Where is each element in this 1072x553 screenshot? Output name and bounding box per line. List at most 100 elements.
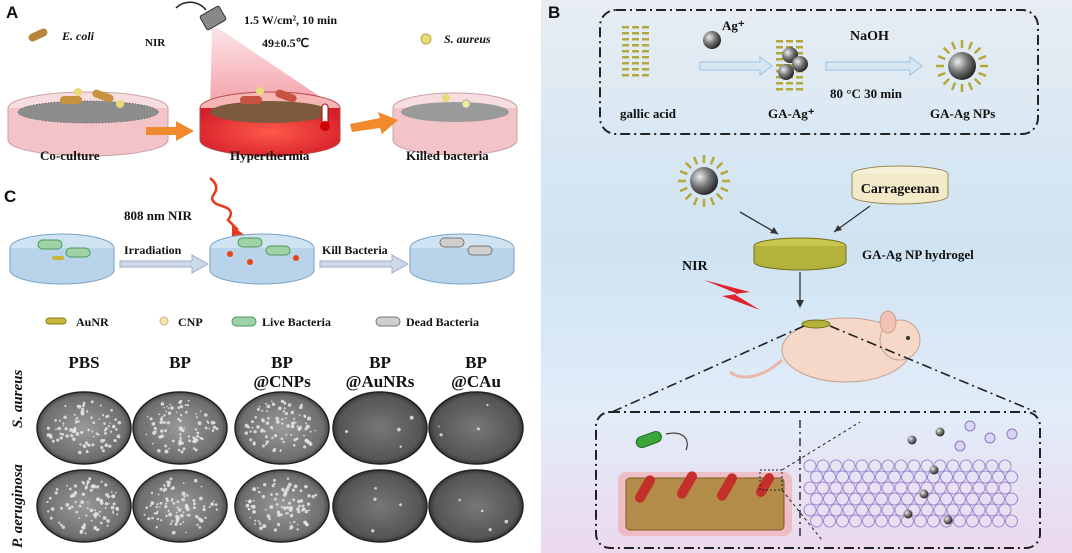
- colony: [110, 505, 115, 510]
- colony: [262, 524, 267, 529]
- gallic-acid-bar: [622, 68, 629, 71]
- colony: [110, 491, 113, 493]
- colony: [94, 509, 96, 512]
- colony: [165, 514, 168, 518]
- colony: [215, 427, 219, 431]
- gallic-acid-bar: [776, 76, 783, 79]
- colony: [165, 497, 169, 501]
- colony: [153, 512, 157, 515]
- lattice-ring: [959, 503, 973, 517]
- colony: [196, 431, 200, 435]
- lattice-ring: [998, 459, 1012, 473]
- colony: [184, 504, 189, 508]
- lattice-ring: [836, 470, 849, 484]
- colony: [199, 410, 202, 413]
- dish-killed: [392, 92, 518, 156]
- colony: [252, 441, 256, 444]
- lattice-ring: [927, 514, 940, 528]
- c-legend: AuNR CNP Live Bacteria Dead Bacteria: [45, 315, 479, 329]
- colony: [289, 513, 294, 518]
- lattice-ring: [842, 481, 856, 495]
- arrow-b-3: [739, 211, 779, 235]
- colony: [250, 505, 253, 508]
- lattice-ring: [979, 514, 992, 528]
- colony: [158, 413, 161, 416]
- colony: [159, 420, 163, 425]
- np-ray: [679, 186, 688, 193]
- colony: [213, 500, 215, 502]
- colony: [180, 426, 183, 429]
- lattice-ring: [894, 481, 908, 495]
- colony: [97, 498, 100, 501]
- colony: [254, 416, 257, 419]
- conditions-label: 80 °C 30 min: [830, 86, 903, 101]
- legend-dead: Dead Bacteria: [406, 315, 479, 329]
- col-header-3b: @CNPs: [253, 372, 311, 391]
- colony: [171, 497, 174, 500]
- np-ray: [684, 161, 693, 170]
- colony: [80, 409, 85, 414]
- dish-c-before: [9, 233, 115, 285]
- colony: [263, 483, 267, 487]
- colony: [109, 430, 113, 433]
- colony: [106, 519, 110, 523]
- lattice-ring: [816, 459, 830, 473]
- colony: [245, 503, 250, 508]
- lattice-ring: [855, 481, 869, 495]
- colony: [179, 404, 184, 409]
- np-ray: [942, 46, 951, 55]
- lightning-icon: [704, 280, 760, 310]
- ecoli-icon: [28, 28, 48, 42]
- lattice-ring: [881, 481, 895, 495]
- legend-aunr: AuNR: [76, 315, 109, 329]
- colony: [192, 440, 195, 443]
- colony: [251, 504, 256, 509]
- colony: [196, 523, 199, 526]
- gallic-acid-bar: [632, 44, 639, 47]
- colony: [194, 428, 198, 431]
- gallic-acid-bar: [776, 58, 783, 61]
- lattice-ring: [959, 481, 973, 495]
- colony: [397, 427, 401, 432]
- nir-wave-icon: [209, 177, 239, 231]
- lattice-ring: [803, 481, 817, 495]
- colony: [99, 521, 103, 525]
- colony: [172, 501, 176, 505]
- np-ray: [679, 169, 688, 176]
- colony: [285, 488, 289, 492]
- colony: [178, 441, 182, 446]
- lattice-ring: [966, 514, 979, 528]
- colony: [159, 501, 163, 505]
- colony: [304, 509, 309, 514]
- colony: [75, 418, 78, 421]
- colony: [202, 507, 206, 512]
- colony: [293, 417, 296, 420]
- lattice-ring: [855, 459, 869, 473]
- colony: [72, 428, 77, 433]
- colony: [168, 447, 171, 450]
- colony: [261, 495, 266, 499]
- colony: [208, 427, 211, 430]
- gallic-acid-bar: [642, 32, 649, 35]
- colony: [175, 518, 180, 523]
- colony: [100, 445, 104, 450]
- synthesis-box: [599, 9, 1039, 135]
- lattice-ring: [816, 503, 830, 517]
- colony: [156, 517, 160, 521]
- colony: [256, 408, 260, 411]
- gallic-acid-bar: [796, 40, 803, 43]
- colony: [280, 437, 284, 441]
- lattice-ring: [829, 459, 843, 473]
- colony: [177, 406, 181, 410]
- colony: [179, 436, 182, 439]
- colony: [159, 417, 164, 421]
- colony: [55, 428, 57, 431]
- colony: [291, 421, 295, 425]
- col-header-3a: BP: [271, 353, 293, 372]
- gallic-acid-bar: [632, 68, 639, 71]
- colony: [158, 506, 161, 508]
- colony: [109, 422, 111, 424]
- colony: [257, 520, 260, 523]
- hydrogel-label: GA-Ag NP hydrogel: [862, 247, 974, 262]
- nir-beam: [210, 28, 340, 112]
